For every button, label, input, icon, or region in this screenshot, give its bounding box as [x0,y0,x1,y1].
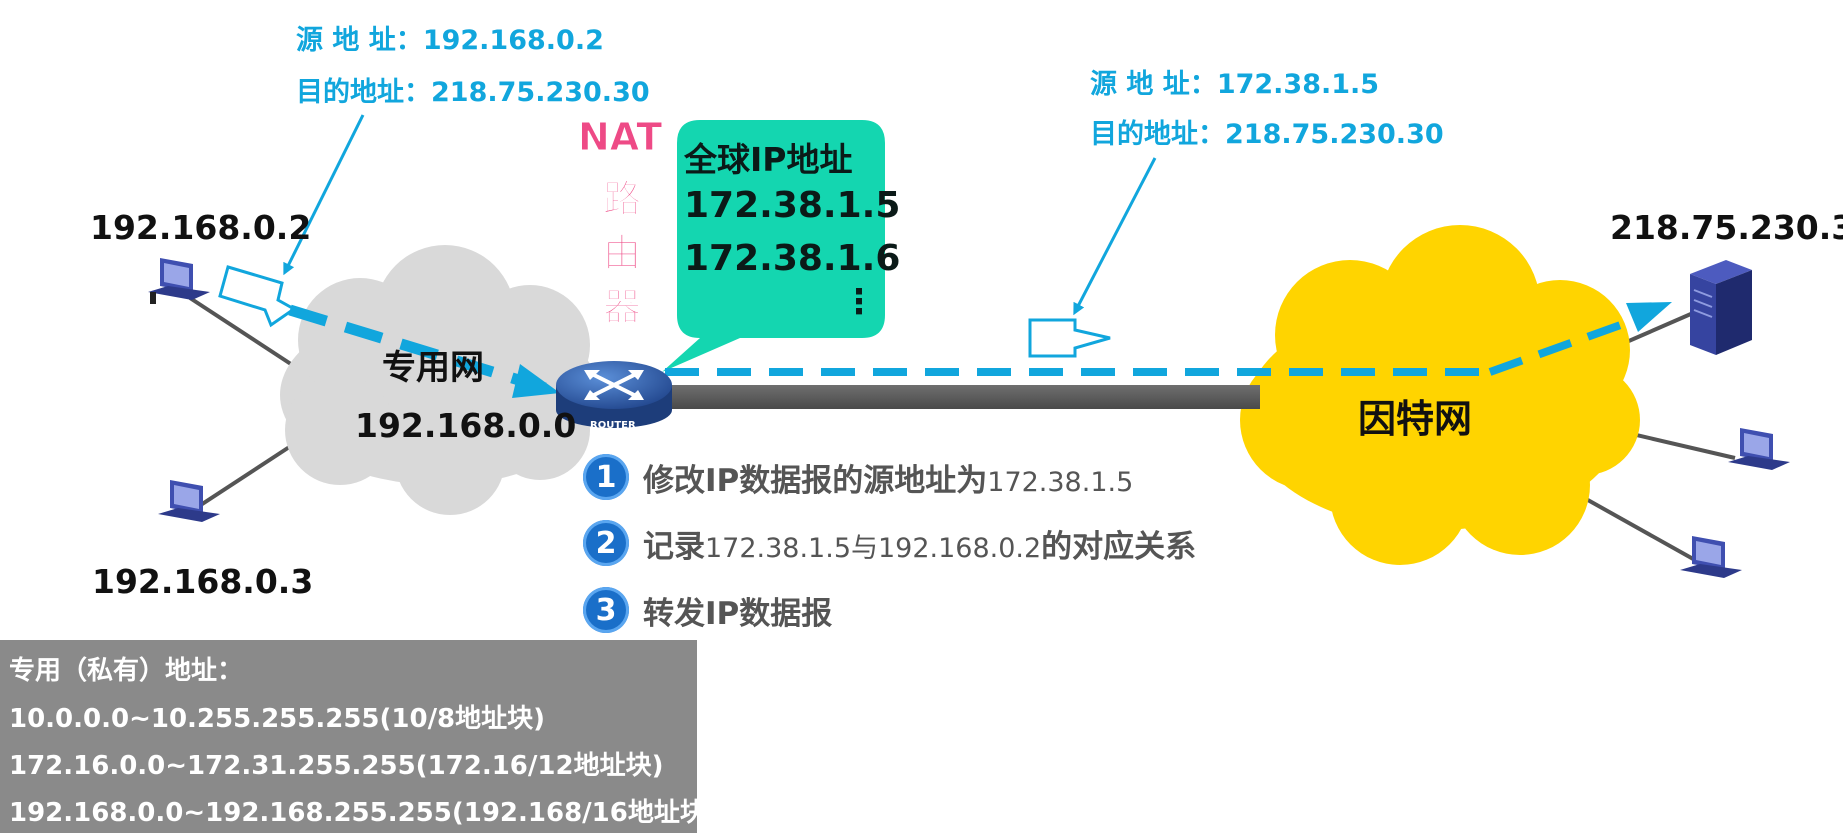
private-address-title: 专用（私有）地址： [9,656,244,686]
nat-label-char-2: 由 [602,231,642,276]
dashed-path-internet-rise [1488,314,1642,376]
server-ip-label: 218.75.230.30 [1610,208,1843,247]
global-ip-1: 172.38.1.5 [684,185,901,226]
left-src-label: 源 地 址： [296,25,423,56]
nat-label: NAT [577,115,663,160]
left-src-address: 源 地 址：192.168.0.2 [296,18,604,57]
callout-arrow-left [283,114,365,276]
step-3: 3 转发IP数据报 [583,585,832,635]
left-src-value: 192.168.0.2 [422,25,604,56]
router-internet-link [660,385,1260,409]
computer-icon-internet2 [1680,536,1742,578]
step-2-text: 记录172.38.1.5与192.168.0.2的对应关系 [643,521,1196,566]
dashed-path-private [288,304,547,394]
right-src-value: 172.38.1.5 [1216,69,1380,100]
dashed-path-private-arrowhead [512,364,560,398]
nat-label-char-1: 路 [602,177,642,222]
step-3-text-main: 转发IP数据报 [643,595,833,632]
dashed-path-internet-arrowhead [1626,302,1672,332]
right-src-address: 源 地 址：172.38.1.5 [1090,62,1379,101]
step-1: 1 修改IP数据报的源地址为172.38.1.5 [583,452,1133,502]
global-ip-bubble [662,120,885,372]
step-2: 2 记录172.38.1.5与192.168.0.2的对应关系 [583,518,1196,568]
private-range-172: 172.16.0.0~172.31.255.255(172.16/12地址块) [9,751,664,781]
computer-icon-internet1 [1728,428,1790,470]
step-2-text-value: 172.38.1.5与192.168.0.2 [705,532,1042,564]
step-3-text: 转发IP数据报 [643,588,832,633]
global-ip-ellipsis: ⋮ [842,282,876,322]
packet-icon-right [1028,318,1111,358]
server-icon [1690,260,1752,355]
private-address-box: 专用（私有）地址： 10.0.0.0~10.255.255.255(10/8地址… [0,640,718,833]
callout-arrow-right [1073,157,1157,316]
right-dst-value: 218.75.230.30 [1225,119,1444,150]
step-1-text-value: 172.38.1.5 [987,466,1134,498]
step-1-text-main: 修改IP数据报的源地址为 [643,462,988,499]
left-dst-label: 目的地址： [296,77,431,108]
private-range-10: 10.0.0.0~10.255.255.255(10/8地址块) [9,704,546,734]
step-3-number: 3 [583,587,629,633]
step-2-text-main: 记录 [643,528,705,565]
private-range-192: 192.168.0.0~192.168.255.255(192.168/16地址… [9,798,718,828]
packet-icon-left [218,265,297,328]
host1-ip-label: 192.168.0.2 [90,208,312,247]
router-icon-text: ROUTER [590,420,636,431]
step-2-text-tail: 的对应关系 [1041,528,1197,565]
nat-label-char-3: 器 [602,285,642,330]
private-network-cloud [280,245,600,515]
private-network-label: 专用网 [382,348,484,388]
step-1-number: 1 [583,454,629,500]
private-network-address: 192.168.0.0 [355,406,577,445]
computer-icon-host1 [148,258,210,304]
host2-ip-label: 192.168.0.3 [92,562,314,601]
step-1-text: 修改IP数据报的源地址为172.38.1.5 [643,455,1133,500]
internet-label: 因特网 [1358,397,1473,441]
right-dst-address: 目的地址：218.75.230.30 [1090,112,1444,151]
left-dst-address: 目的地址：218.75.230.30 [296,70,650,109]
step-2-number: 2 [583,520,629,566]
global-ip-title: 全球IP地址 [684,140,853,179]
router-icon [556,361,672,428]
computer-icon-host2 [158,480,220,522]
global-ip-2: 172.38.1.6 [684,238,901,279]
right-dst-label: 目的地址： [1090,119,1225,150]
right-src-label: 源 地 址： [1090,69,1217,100]
left-dst-value: 218.75.230.30 [431,77,650,108]
